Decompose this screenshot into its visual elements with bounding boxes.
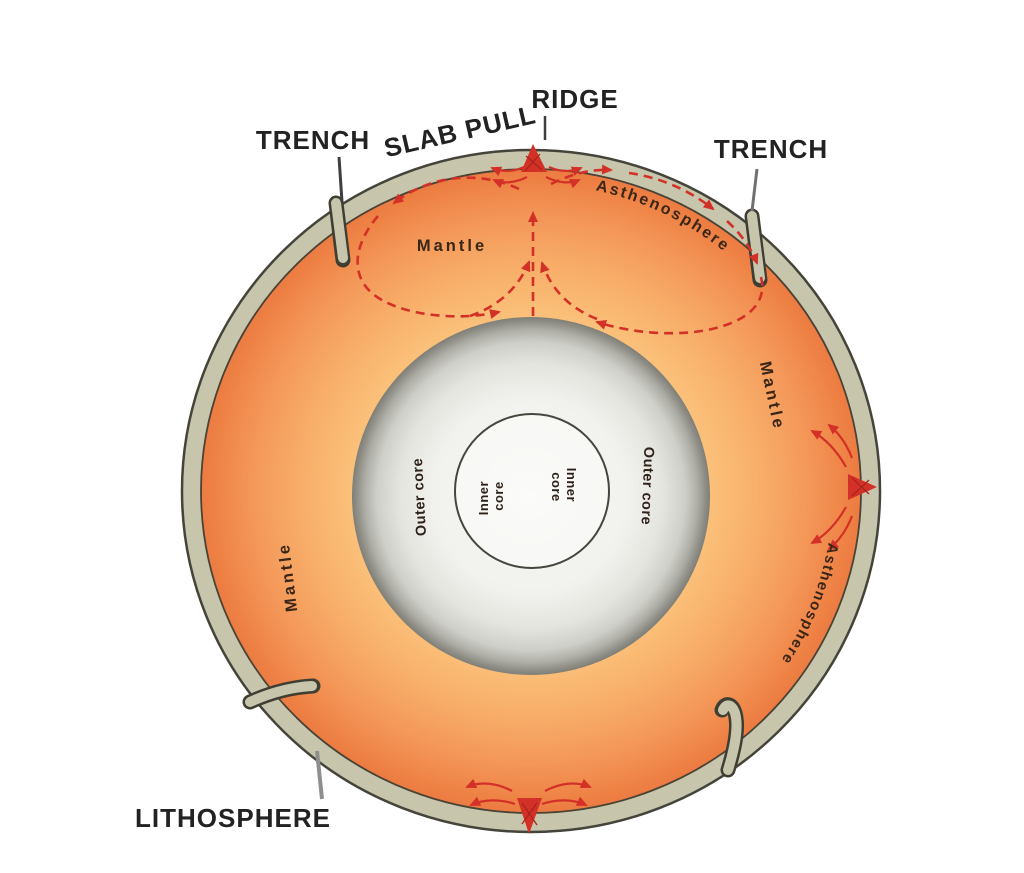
inner-core-label-right: Inner core (549, 468, 579, 506)
ridge-label: RIDGE (531, 84, 618, 114)
trench-left-pointer-line (337, 156, 344, 203)
trench-label-right: TRENCH (714, 134, 828, 164)
lithosphere-pointer-line (315, 750, 324, 800)
ridge-bottom-triangle (517, 798, 542, 834)
mantle-label-top: Mantle (417, 237, 487, 255)
outer-core-label-left: Outer core (410, 457, 430, 536)
ridge-top-triangle (521, 144, 547, 172)
convection-cell-left (356, 176, 520, 319)
trench-hook-bottom-right (714, 697, 745, 778)
inner-core (454, 413, 610, 569)
ridge-top (490, 144, 583, 189)
trench-label-left: TRENCH (256, 125, 370, 155)
trench-notch-left (328, 195, 351, 268)
ridge-right (810, 423, 877, 551)
outer-core-label-right: Outer core (638, 447, 657, 526)
lithosphere-label: LITHOSPHERE (135, 803, 331, 833)
plate-flap-bottom-left (242, 678, 321, 710)
outer-core (352, 317, 710, 675)
trench-notch-right (744, 208, 768, 288)
trench-right-pointer-line (750, 168, 759, 212)
inner-core-label-left: Inner core (476, 477, 506, 515)
upwelling-column (469, 211, 598, 391)
ridge-bottom (465, 778, 592, 834)
